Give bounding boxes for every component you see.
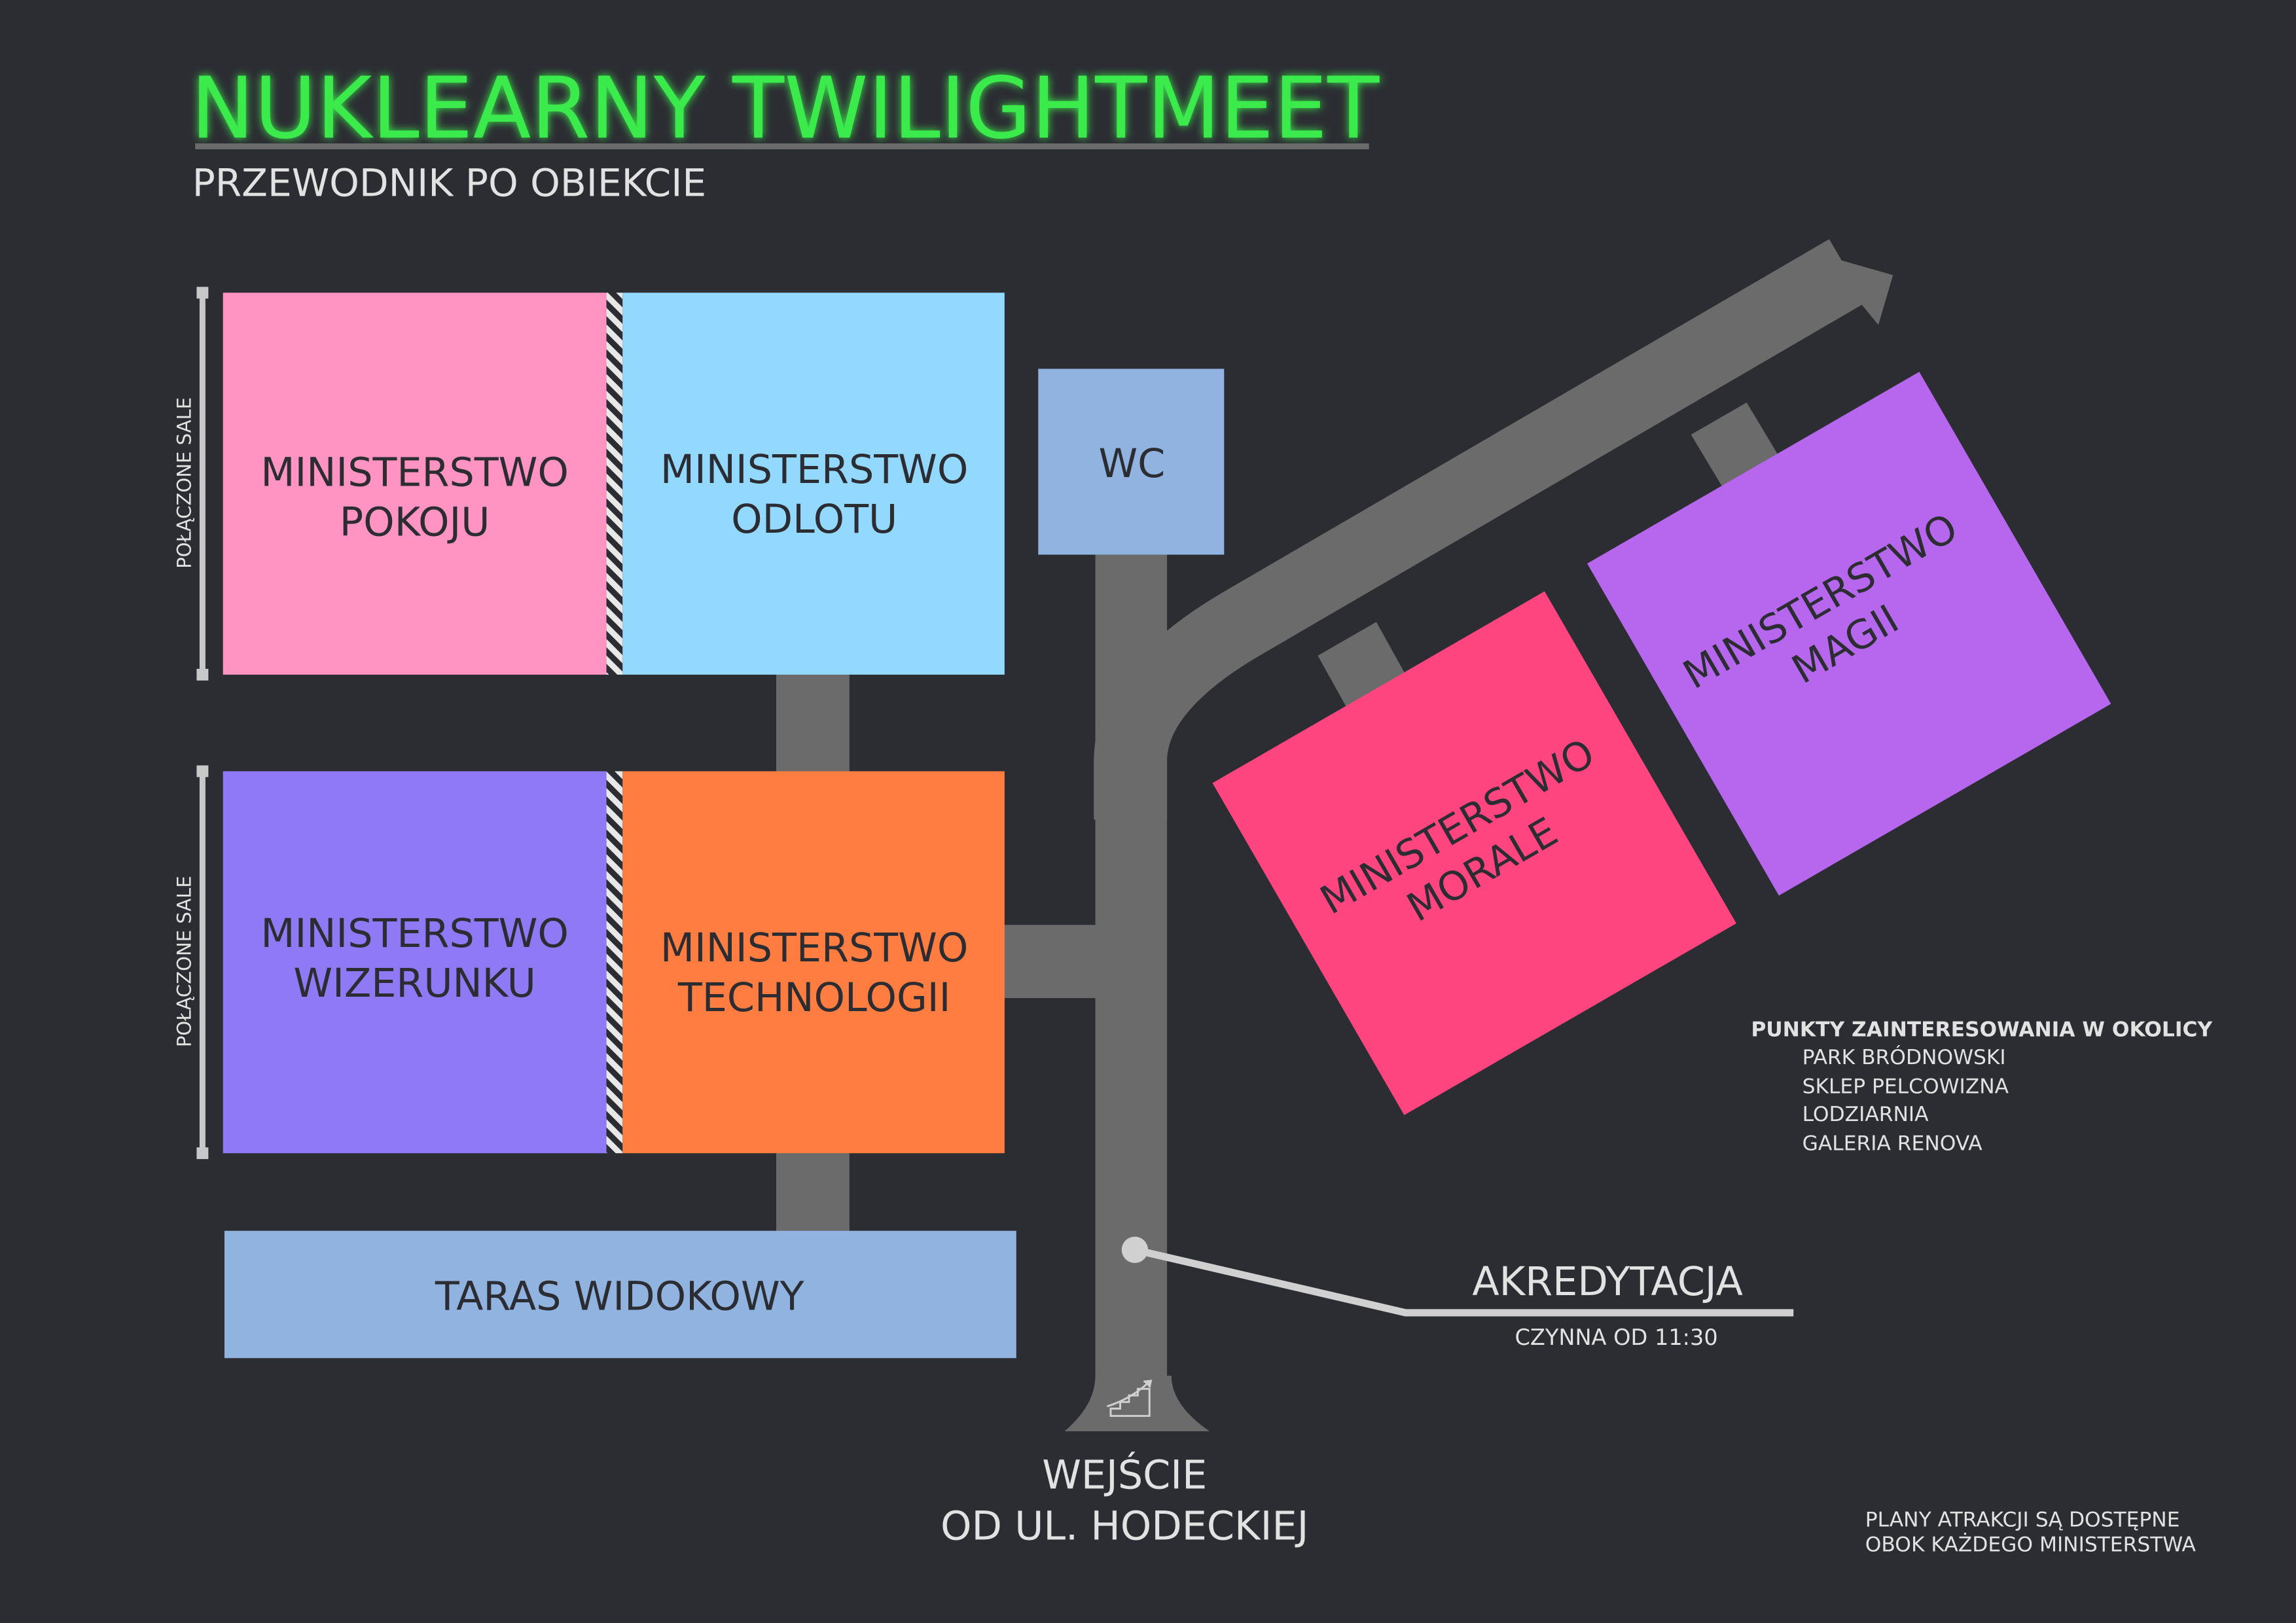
walkway-diagonal xyxy=(1094,239,1867,820)
room-label: POKOJU xyxy=(340,499,490,545)
room-ministerstwo-technologii[interactable] xyxy=(622,771,1005,1154)
accreditation-hours: CZYNNA OD 11:30 xyxy=(1515,1325,1718,1350)
room-ministerstwo-pokoju[interactable] xyxy=(223,293,607,675)
room-ministerstwo-wizerunku[interactable] xyxy=(223,771,607,1154)
room-ministerstwo-morale[interactable] xyxy=(1212,591,1736,1115)
room-divider-striped xyxy=(606,293,623,675)
room-label: ODLOTU xyxy=(731,497,897,543)
accreditation-pointer-line xyxy=(1134,1246,1794,1317)
room-label: WIZERUNKU xyxy=(293,961,535,1007)
accreditation-label: AKREDYTACJA xyxy=(1472,1259,1743,1305)
room-label: MINISTERSTWO xyxy=(260,911,568,957)
entrance-label: WEJŚCIE xyxy=(1042,1452,1207,1498)
walkway-connector-bottom xyxy=(776,1144,850,1238)
walkway-technologii xyxy=(996,925,1102,999)
room-label: MINISTERSTWO xyxy=(660,925,968,971)
room-label: TECHNOLOGII xyxy=(677,975,951,1021)
entrance-street: OD UL. HODECKIEJ xyxy=(941,1504,1308,1550)
page-subtitle: PRZEWODNIK PO OBIEKCIE xyxy=(192,161,706,205)
room-ministerstwo-magii[interactable] xyxy=(1587,372,2111,896)
room-label: WC xyxy=(1098,441,1165,487)
room-wc[interactable] xyxy=(1038,368,1225,555)
room-taras-widokowy[interactable] xyxy=(224,1230,1016,1359)
walkway-diagonal-end xyxy=(1841,260,1893,325)
walkway-connector-top xyxy=(776,666,850,780)
room-label: MINISTERSTWO xyxy=(660,447,968,493)
poi-item: PARK BRÓDNOWSKI xyxy=(1803,1044,2006,1069)
connected-rooms-label: POŁĄCZONE SALE xyxy=(173,397,195,569)
room-divider-striped xyxy=(606,771,623,1154)
room-ministerstwo-odlotu[interactable] xyxy=(622,293,1005,675)
stairs-icon xyxy=(1106,1380,1153,1418)
poi-item: GALERIA RENOVA xyxy=(1803,1132,1983,1156)
room-label: TARAS WIDOKOWY xyxy=(435,1274,804,1319)
page-title: NUKLEARNY TWILIGHTMEET xyxy=(190,59,1380,158)
poi-heading: PUNKTY ZAINTERESOWANIA W OKOLICY xyxy=(1751,1018,2212,1041)
connected-rooms-bracket-top xyxy=(196,287,209,681)
walkway-entrance-flare xyxy=(1064,1376,1210,1432)
poi-item: LODZIARNIA xyxy=(1803,1103,1929,1126)
footer-note: PLANY ATRAKCJI SĄ DOSTĘPNE xyxy=(1865,1508,2180,1531)
room-label: MINISTERSTWO xyxy=(260,450,568,495)
connected-rooms-label: POŁĄCZONE SALE xyxy=(173,876,195,1047)
connected-rooms-bracket-bottom xyxy=(196,765,209,1160)
poi-item: SKLEP PELCOWIZNA xyxy=(1803,1075,2009,1098)
footer-note: OBOK KAŻDEGO MINISTERSTWA xyxy=(1865,1531,2197,1556)
title-underline xyxy=(195,143,1369,150)
